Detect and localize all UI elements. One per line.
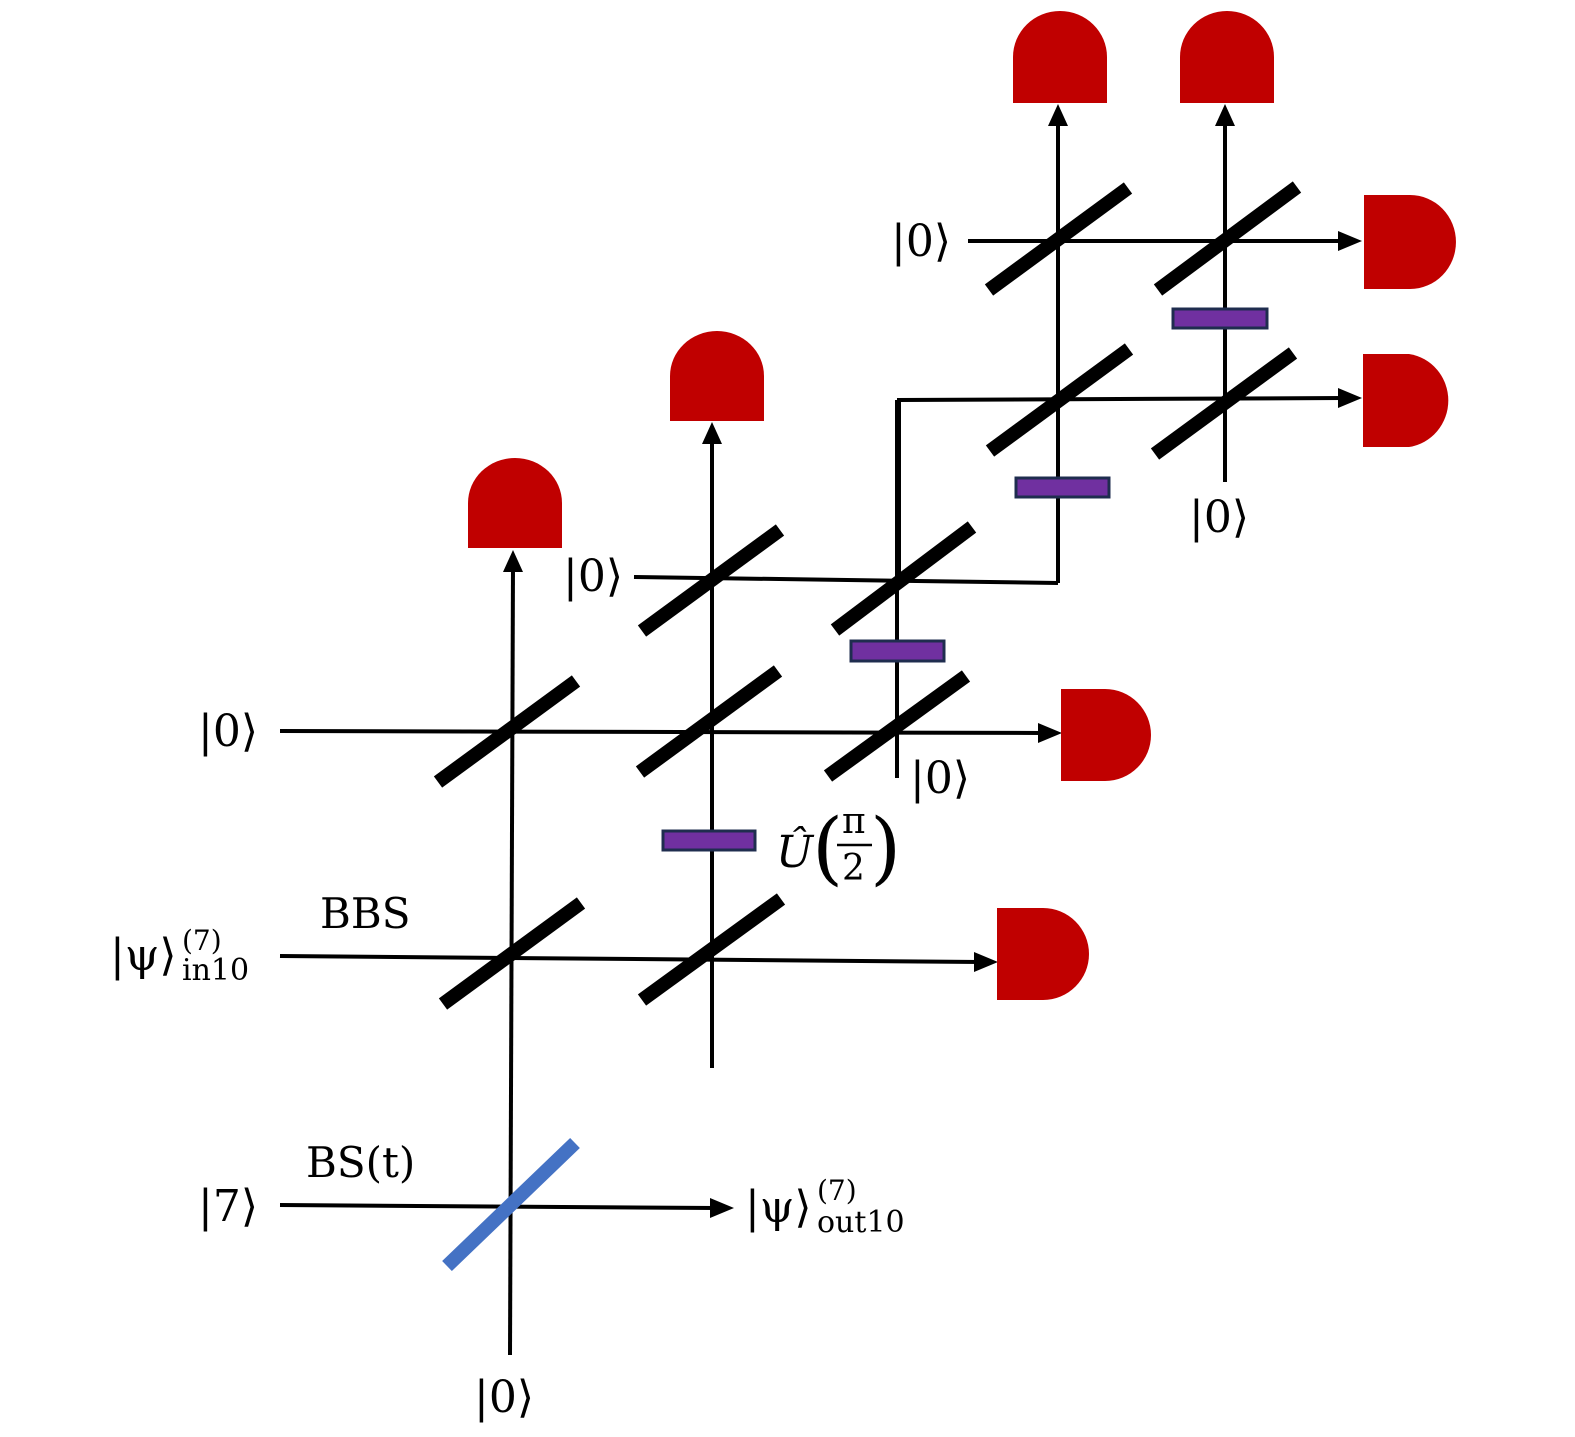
beam-splitters xyxy=(433,181,1302,1272)
vacuum-input-label: |0⟩ xyxy=(198,706,258,757)
beam-horizontal-row3 xyxy=(279,729,1043,735)
balanced-beam-splitter xyxy=(1153,181,1302,296)
arrow-up-icon xyxy=(503,550,523,572)
input-state-ket: |ψ⟩ xyxy=(110,930,177,981)
labels: |0⟩ |0⟩ |0⟩ |0⟩ |0⟩ |0⟩ |7⟩ BS(t) BBS |ψ… xyxy=(110,216,1249,1423)
balanced-beam-splitter xyxy=(823,670,971,782)
unitary-fraction-denominator: 2 xyxy=(842,848,865,889)
input-state-label: |ψ⟩ (7) in10 xyxy=(110,924,249,988)
input-state-subscript: in10 xyxy=(182,953,249,988)
beam-horizontal-psi-in xyxy=(279,954,981,964)
photodetector-icon xyxy=(1180,11,1274,103)
photodetector-icon xyxy=(670,331,764,421)
balanced-beam-splitter xyxy=(637,893,786,1006)
beam-paths xyxy=(279,122,1346,1356)
photodetector-icon xyxy=(997,908,1089,1000)
balanced-beam-splitter xyxy=(433,675,581,788)
balanced-beam-splitter xyxy=(635,665,783,778)
vacuum-input-label: |0⟩ xyxy=(1189,492,1249,543)
unitary-operator-symbol: Û xyxy=(776,825,815,878)
arrow-right-icon xyxy=(1338,388,1362,408)
phase-shifter xyxy=(1171,307,1269,330)
tunable-beam-splitter-label: BS(t) xyxy=(306,1138,415,1187)
phase-shifter xyxy=(849,639,946,663)
unitary-fraction-numerator: π xyxy=(842,801,866,842)
balanced-beam-splitter xyxy=(984,182,1133,296)
vacuum-input-label: |0⟩ xyxy=(474,1372,534,1423)
phase-shifter xyxy=(661,829,757,852)
vacuum-input-label: |0⟩ xyxy=(910,753,970,804)
arrow-right-icon xyxy=(1338,231,1362,251)
balanced-beam-splitter xyxy=(830,521,977,636)
unitary-operator-label: Û ( π 2 ) xyxy=(776,801,901,894)
balanced-beam-splitter-label: BBS xyxy=(320,889,411,938)
photodetector-icon xyxy=(468,458,562,548)
balanced-beam-splitter xyxy=(438,897,586,1010)
photodetector-icon xyxy=(1364,195,1456,289)
vacuum-input-label: |0⟩ xyxy=(563,551,623,602)
arrowheads xyxy=(503,104,1362,1218)
phase-shifters xyxy=(661,307,1269,852)
beam-horizontal-fock xyxy=(279,1203,716,1210)
output-state-subscript: out10 xyxy=(817,1205,905,1240)
fock-input-label: |7⟩ xyxy=(198,1181,258,1232)
arrow-right-icon xyxy=(974,952,998,972)
right-paren: ) xyxy=(870,801,901,894)
tunable-beam-splitter xyxy=(442,1137,580,1272)
photodetector-icon xyxy=(1013,11,1107,103)
photodetector-icon xyxy=(1363,354,1449,447)
balanced-beam-splitter xyxy=(637,524,785,637)
vacuum-input-label: |0⟩ xyxy=(891,216,951,267)
output-state-label: |ψ⟩ (7) out10 xyxy=(745,1174,905,1240)
photodetector-icon xyxy=(1061,689,1151,781)
output-state-superscript: (7) xyxy=(817,1174,857,1207)
balanced-beam-splitter xyxy=(985,343,1134,457)
phase-shifter xyxy=(1014,476,1111,499)
arrow-up-icon xyxy=(1048,104,1068,126)
detectors xyxy=(468,11,1456,1000)
beam-horizontal-row5 xyxy=(897,396,1346,578)
output-state-ket: |ψ⟩ xyxy=(745,1182,812,1233)
balanced-beam-splitter xyxy=(1150,347,1298,460)
arrow-up-icon xyxy=(702,422,722,444)
arrow-right-icon xyxy=(710,1198,734,1218)
arrow-right-icon xyxy=(1038,723,1062,743)
input-state-superscript: (7) xyxy=(182,924,222,957)
left-paren: ( xyxy=(812,801,843,894)
arrow-up-icon xyxy=(1215,104,1235,126)
